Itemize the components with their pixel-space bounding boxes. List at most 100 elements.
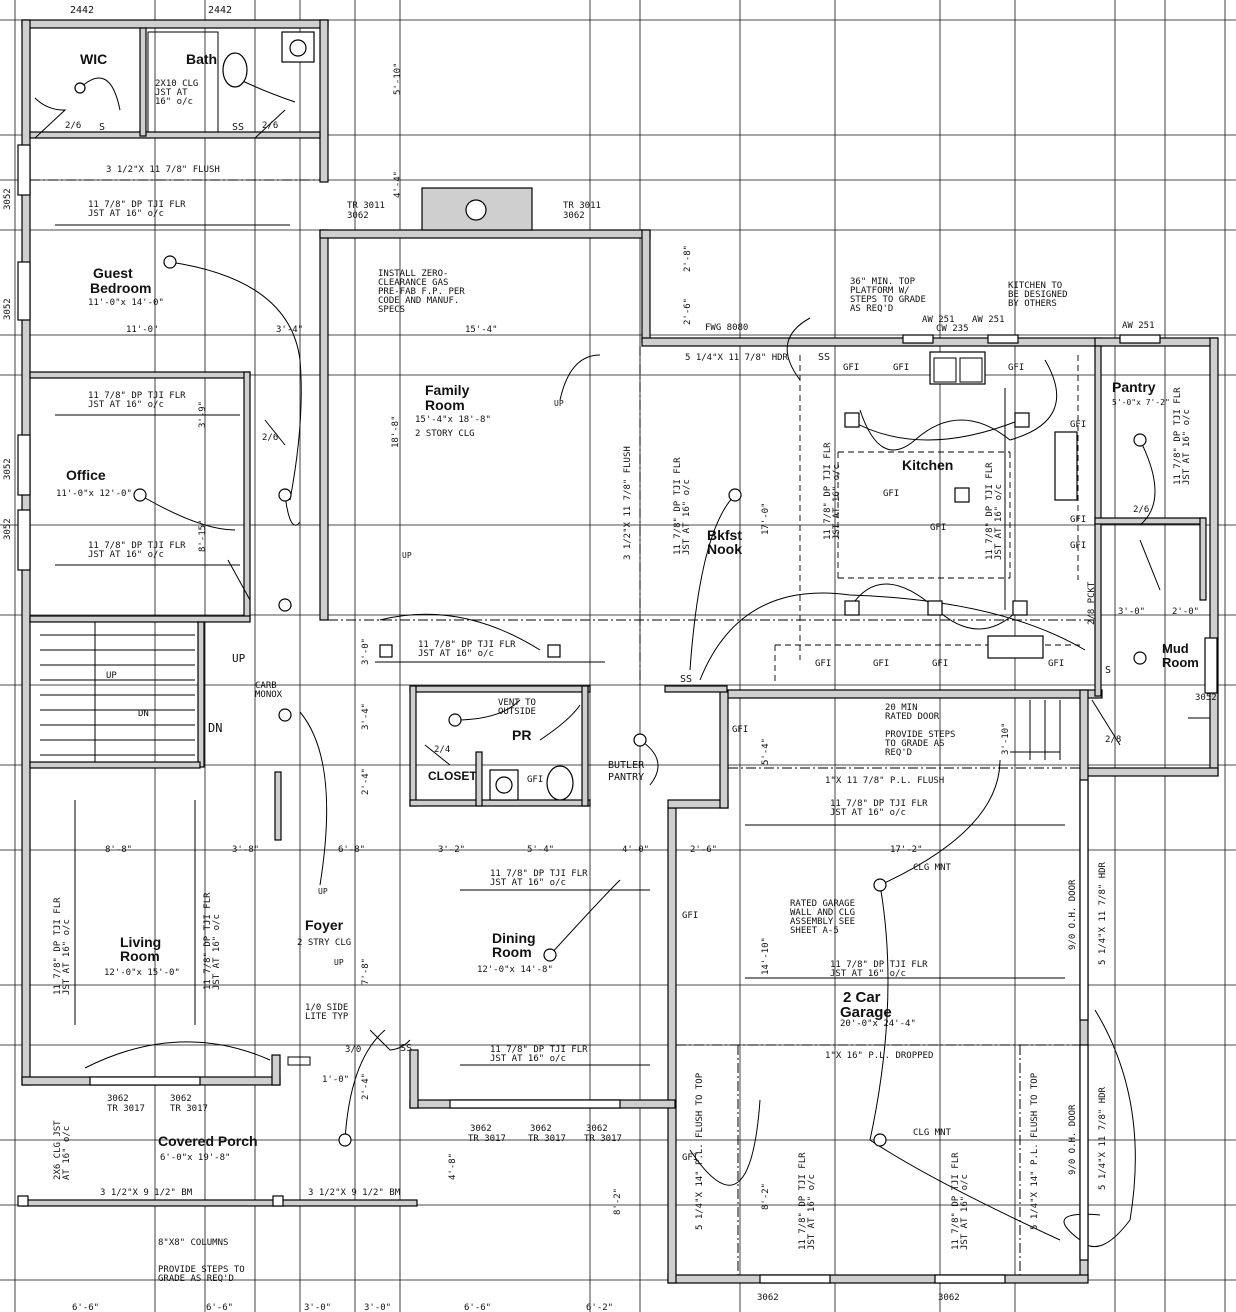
door-28: 2/8: [1105, 735, 1121, 745]
note-provide-steps-3: REQ'D: [885, 748, 912, 758]
note-jst-living-left: JST AT 16" o/c: [62, 919, 72, 995]
window-3062: 3062: [470, 1124, 492, 1134]
note-flush-wic: 3 1/2"X 11 7/8" FLUSH: [106, 165, 220, 175]
note-hdr-kitchen: 5 1/4"X 11 7/8" HDR: [685, 353, 789, 363]
note-tji-dining-bot: 11 7/8" DP TJI FLR: [490, 1045, 588, 1055]
dim: 5'-10": [393, 62, 403, 95]
porch-column: [17, 1195, 29, 1207]
vertical-labels: 3052 3052 3052 3052 5'-10" 4'-4" 18'-8" …: [3, 62, 1192, 1250]
window-aw251: AW 251: [1122, 321, 1155, 331]
dim: 1'-0": [322, 1075, 349, 1085]
room-butler-2: PANTRY: [608, 772, 644, 783]
dim: 2'-6": [690, 845, 717, 855]
dim-bottom: 6'-6": [72, 1303, 99, 1312]
room-garage-size: 20'-0"x 24'-4": [840, 1019, 916, 1029]
stair-up: UP: [232, 652, 246, 665]
dim: 4'-0": [622, 845, 649, 855]
dim: 5'-4": [761, 738, 771, 765]
gfi-label: GFI: [815, 659, 831, 669]
dim: 17'-0": [761, 502, 771, 535]
gfi-label: GFI: [732, 725, 748, 735]
note-porch-clg-1: 2X6 CLG JST: [53, 1120, 63, 1180]
note-fireplace-hdr: 3 1/2"X 11 7/8" FLUSH: [623, 446, 633, 560]
room-porch: Covered Porch: [158, 1133, 258, 1149]
stair-up: UP: [106, 671, 117, 681]
window-3062: 3062: [563, 211, 585, 221]
door-30: 3/0: [345, 1045, 361, 1055]
window-tr3017: TR 3017: [468, 1134, 506, 1144]
note-tji-living-left: 11 7/8" DP TJI FLR: [53, 897, 63, 995]
note-tji-office-top: 11 7/8" DP TJI FLR: [88, 391, 186, 401]
note-kitchen-design-3: BY OTHERS: [1008, 299, 1057, 309]
note-platform-3: STEPS TO GRADE: [850, 295, 926, 305]
note-tji-dining-top: 11 7/8" DP TJI FLR: [490, 869, 588, 879]
gfi-label: GFI: [930, 523, 946, 533]
dim: 2'-8": [683, 245, 693, 272]
door-26: 2/6: [262, 433, 278, 443]
window-3052-left: 3052: [3, 188, 13, 210]
room-office: Office: [66, 467, 106, 483]
room-guest-1: Guest: [93, 265, 133, 281]
note-tji-garage-left: 11 7/8" DP TJI FLR: [798, 1152, 808, 1250]
window-3062: 3062: [530, 1124, 552, 1134]
note-kitchen-design-2: BE DESIGNED: [1008, 290, 1068, 300]
switch-label: SS: [680, 674, 692, 685]
dim: 6'-8": [338, 845, 365, 855]
gfi-label: GFI: [843, 363, 859, 373]
dim: 3'-4": [361, 703, 371, 730]
window-tr3011: TR 3011: [347, 201, 385, 211]
room-pr: PR: [512, 727, 531, 743]
dim: 18'-8": [391, 415, 401, 448]
note-rated-garage-1: RATED GARAGE: [790, 899, 855, 909]
electrical-wiring: [79, 74, 1156, 1248]
room-family-1: Family: [425, 382, 470, 398]
room-family-note: 2 STORY CLG: [415, 429, 475, 439]
note-rated-garage-3: ASSEMBLY SEE: [790, 917, 855, 927]
window-aw251: AW 251: [972, 315, 1005, 325]
note-tji-garage-top: 11 7/8" DP TJI FLR: [830, 799, 928, 809]
room-dining-1: Dining: [492, 930, 536, 946]
stair-dn: DN: [138, 709, 149, 719]
note-tji-kitchen-left: 11 7/8" DP TJI FLR: [823, 442, 833, 540]
room-kitchen: Kitchen: [902, 457, 953, 473]
note-jst-guest: JST AT 16" o/c: [88, 209, 164, 219]
note-jst-office-bot: JST AT 16" o/c: [88, 550, 164, 560]
note-jst-garage-mid: JST AT 16" o/c: [830, 969, 906, 979]
dim-bottom: 6'-6": [206, 1303, 233, 1312]
stair-dn: DN: [208, 721, 222, 735]
labels: 2442 2442 WIC Bath Guest Bedroom 11'-0"x…: [56, 5, 1217, 1312]
room-guest-size: 11'-0"x 14'-0": [88, 298, 164, 308]
porch-column: [272, 1195, 284, 1207]
note-tji-guest: 11 7/8" DP TJI FLR: [88, 200, 186, 210]
door-26: 2/6: [65, 121, 81, 131]
gfi-label: GFI: [883, 489, 899, 499]
dim-top-2442-b: 2442: [208, 5, 232, 16]
dim: 11'-0": [126, 325, 159, 335]
note-carb-2: MONOX: [255, 690, 283, 700]
windows: [17, 144, 1218, 1284]
room-pantry: Pantry: [1112, 379, 1156, 395]
dim: 3'-8": [232, 845, 259, 855]
note-fireplace-3: PRE-FAB F.P. PER: [378, 287, 465, 297]
room-bath: Bath: [186, 51, 217, 67]
note-tji-office-bot: 11 7/8" DP TJI FLR: [88, 541, 186, 551]
door-swings: [34, 97, 1161, 1066]
window-3062: 3062: [170, 1094, 192, 1104]
note-jst-kitchen-left: JST AT 16" o/c: [832, 464, 842, 540]
window-3052-left: 3052: [3, 518, 13, 540]
gfi-label: GFI: [527, 775, 543, 785]
note-jst-living-right: JST AT 16" o/c: [212, 914, 222, 990]
room-foyer-note: 2 STRY CLG: [297, 938, 351, 948]
window-3052: 3052: [1195, 693, 1217, 703]
dim: 3'-0": [1118, 607, 1145, 617]
gfi-label: GFI: [1070, 541, 1086, 551]
note-bath-jst-2: JST AT: [155, 88, 188, 98]
window-aw251: AW 251: [922, 315, 955, 325]
note-fireplace-4: CODE AND MANUF.: [378, 296, 459, 306]
note-jst-dining-bot: JST AT 16" o/c: [490, 1054, 566, 1064]
note-pckt: 2/8 PCKT: [1087, 581, 1097, 625]
note-bath-jst-1: 2X10 CLG: [155, 79, 198, 89]
note-rated-garage-4: SHEET A-5: [790, 926, 839, 936]
